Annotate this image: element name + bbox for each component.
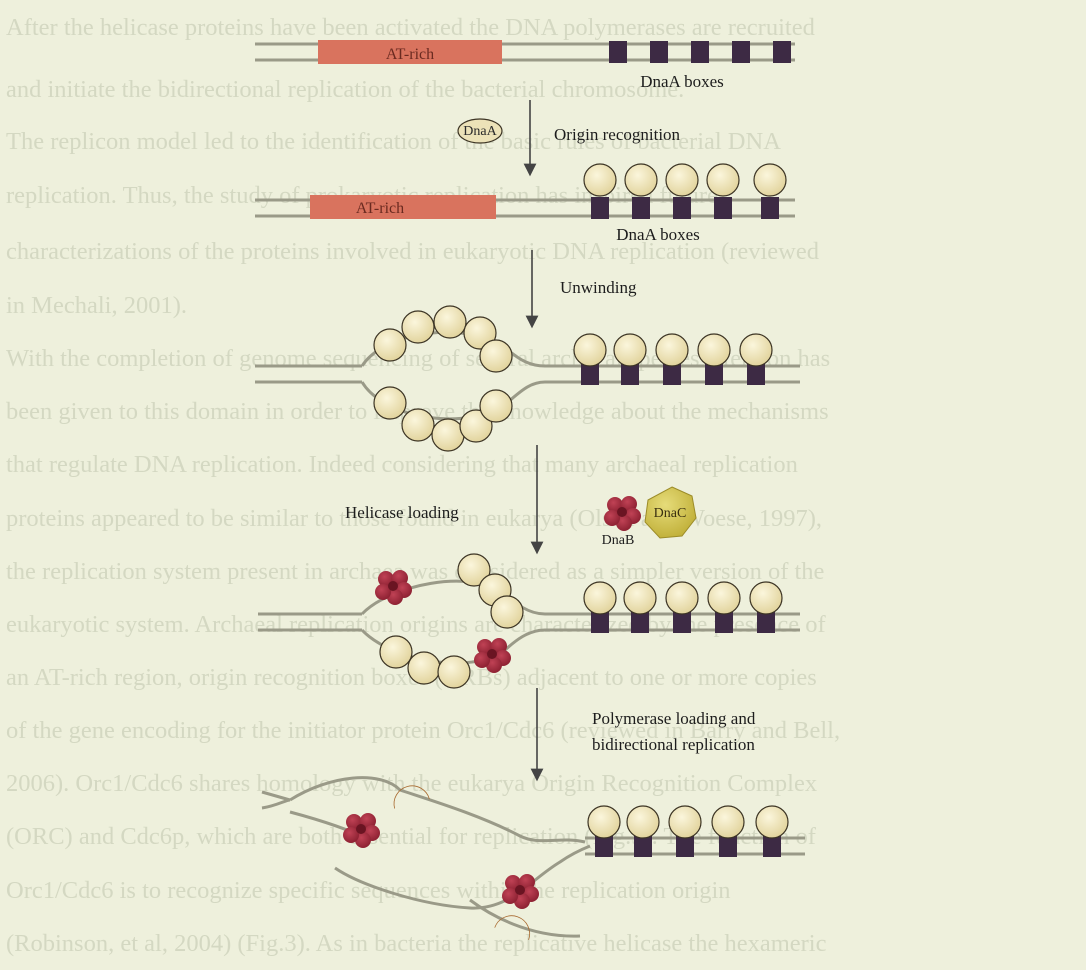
step-helicase-loading-label: Helicase loading	[345, 503, 459, 522]
step-unwinding-label: Unwinding	[560, 278, 637, 297]
stage-4-helicase-loaded	[258, 554, 800, 688]
dnaa-boxes-label: DnaA boxes	[640, 72, 724, 91]
stage-2-recognition: AT-rich DnaA boxes	[255, 164, 795, 244]
helicase-right	[502, 874, 539, 909]
dnac-label: DnaC	[654, 506, 687, 521]
dnaa-ring-top	[374, 306, 512, 372]
dnaa-protein: DnaA	[458, 119, 502, 143]
stage-5-replication	[262, 778, 805, 940]
dnaa-boxes-label: DnaA boxes	[616, 225, 700, 244]
step-origin-recognition-label: Origin recognition	[554, 125, 681, 144]
stage-1-origin: AT-rich DnaA boxes	[255, 40, 795, 91]
step-polymerase-label-1: Polymerase loading and	[592, 709, 756, 728]
dnaa-bound-boxes	[584, 582, 782, 633]
dnac-dnab-complex: DnaC DnaB	[602, 487, 696, 548]
dnaa-bound-boxes	[588, 806, 788, 857]
helicase-bottom	[474, 638, 511, 673]
dnaa-bound-boxes	[584, 164, 786, 219]
at-rich-label: AT-rich	[356, 200, 404, 217]
dnaa-protein-label: DnaA	[463, 124, 497, 139]
step-polymerase-label-2: bidirectional replication	[592, 735, 755, 754]
at-rich-label: AT-rich	[386, 46, 434, 63]
dnaa-bound-boxes	[574, 334, 772, 385]
dnab-label: DnaB	[602, 533, 635, 548]
helicase-left	[343, 813, 380, 848]
stage-3-unwinding	[255, 306, 800, 451]
